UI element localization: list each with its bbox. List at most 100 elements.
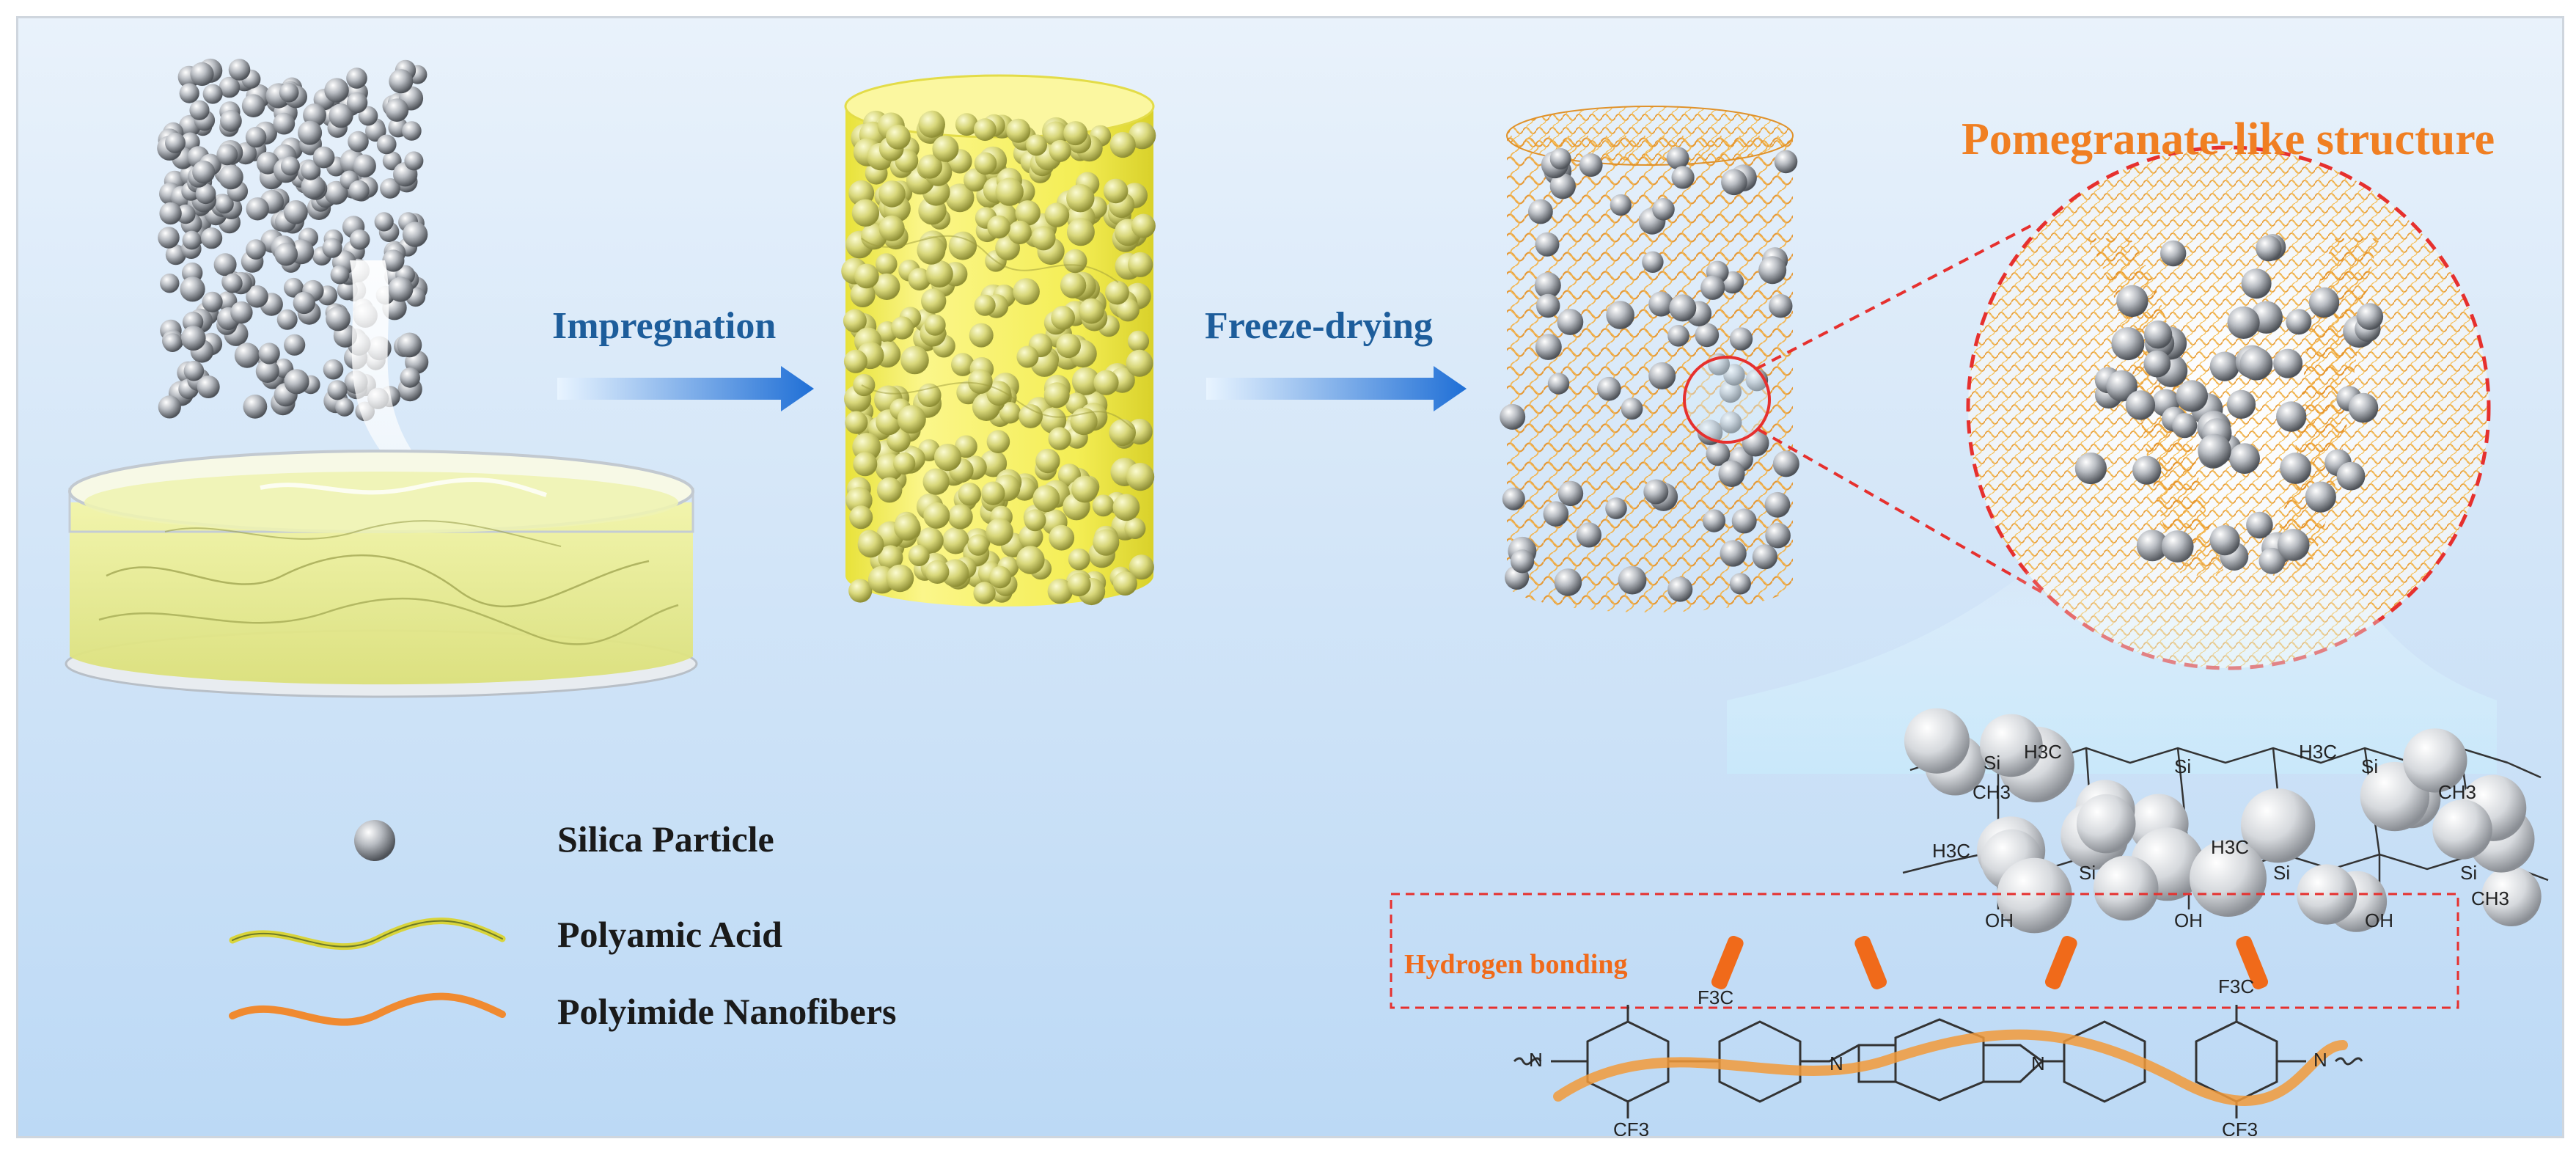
sphere	[389, 69, 414, 94]
sphere	[1071, 367, 1100, 395]
sphere	[1758, 256, 1787, 285]
chem-f3c-2: F3C	[2218, 975, 2255, 997]
sphere	[1752, 544, 1777, 570]
paa-solution-dish	[65, 450, 698, 698]
sphere	[1765, 522, 1791, 549]
sphere	[964, 168, 987, 192]
sphere	[968, 369, 993, 394]
sphere	[1702, 509, 1726, 532]
sphere	[337, 279, 358, 301]
sphere	[2336, 461, 2366, 491]
chem-si-2: Si	[2174, 755, 2192, 777]
chem-f3c-1: F3C	[1698, 986, 1734, 1008]
chem-cf3-2: CF3	[2222, 1118, 2258, 1138]
sphere	[878, 545, 903, 571]
sphere	[217, 291, 238, 312]
sphere	[388, 276, 414, 302]
chem-oh-1: OH	[1985, 909, 2014, 931]
sphere	[1720, 540, 1747, 567]
sphere	[894, 514, 921, 541]
sphere	[1051, 305, 1075, 330]
sphere	[213, 253, 237, 276]
sphere	[298, 120, 323, 145]
sphere	[1502, 487, 1525, 510]
sphere	[2241, 268, 2272, 299]
sphere	[848, 579, 873, 603]
sphere	[995, 177, 1024, 206]
sphere	[192, 161, 216, 184]
sphere	[182, 230, 202, 250]
sphere	[2198, 433, 2231, 467]
sphere	[886, 125, 911, 150]
sphere	[1549, 148, 1571, 169]
sphere	[2143, 350, 2171, 378]
aerogel-cylinder	[1500, 106, 1799, 612]
sphere	[190, 62, 214, 87]
legend-pi-line	[229, 992, 506, 1026]
sphere	[1579, 153, 1603, 177]
sphere	[1056, 333, 1081, 359]
sphere	[195, 183, 216, 205]
sphere	[348, 131, 369, 153]
sphere	[1015, 200, 1041, 226]
zoom-source-circle	[1683, 356, 1771, 444]
chem-n-2: N	[2313, 1049, 2327, 1071]
sphere	[1019, 404, 1043, 428]
chem-ch3-1: CH3	[1973, 781, 2011, 803]
sphere	[1729, 573, 1751, 595]
pouring-stream	[350, 260, 429, 473]
sphere	[284, 369, 309, 395]
sphere	[402, 121, 422, 141]
sphere	[330, 265, 350, 285]
sphere	[1669, 294, 1697, 322]
sphere	[324, 180, 348, 205]
sphere	[1040, 407, 1067, 434]
sphere	[346, 92, 368, 114]
sphere	[1606, 301, 1634, 329]
sphere	[933, 444, 962, 472]
sphere	[246, 285, 268, 308]
sphere	[197, 376, 220, 398]
sphere	[246, 239, 266, 260]
sphere	[947, 504, 973, 530]
sphere	[2074, 453, 2107, 485]
sphere	[876, 477, 903, 503]
sphere	[1706, 442, 1731, 466]
sphere	[365, 120, 386, 142]
sphere	[2229, 443, 2261, 475]
sphere	[1536, 293, 1560, 318]
sphere	[2297, 864, 2357, 925]
sphere	[326, 306, 351, 332]
sphere	[1093, 529, 1120, 556]
sphere	[380, 178, 400, 199]
sphere	[1093, 370, 1119, 395]
sphere	[202, 84, 223, 104]
sphere	[202, 291, 223, 312]
sphere	[1667, 576, 1693, 602]
sphere	[925, 260, 953, 288]
sphere	[1557, 480, 1584, 507]
sphere	[2308, 287, 2340, 318]
sphere	[1129, 554, 1154, 580]
sphere	[385, 98, 409, 122]
sphere	[1109, 419, 1136, 447]
sphere	[908, 268, 931, 291]
sphere	[348, 180, 370, 201]
sphere	[1667, 325, 1689, 347]
sphere	[1043, 382, 1070, 409]
sphere	[246, 197, 269, 221]
sphere	[857, 531, 884, 558]
sphere	[1642, 251, 1664, 273]
sphere	[974, 152, 997, 175]
chem-si-4: Si	[2079, 862, 2096, 884]
sphere	[183, 360, 205, 381]
sphere	[165, 132, 186, 153]
sphere	[2093, 855, 2159, 921]
sphere	[230, 301, 253, 324]
sphere	[1066, 218, 1095, 246]
sphere	[973, 118, 997, 142]
sphere	[1772, 450, 1799, 477]
sphere	[219, 76, 241, 98]
sphere	[1731, 508, 1757, 534]
chem-si-5: Si	[2273, 862, 2291, 884]
